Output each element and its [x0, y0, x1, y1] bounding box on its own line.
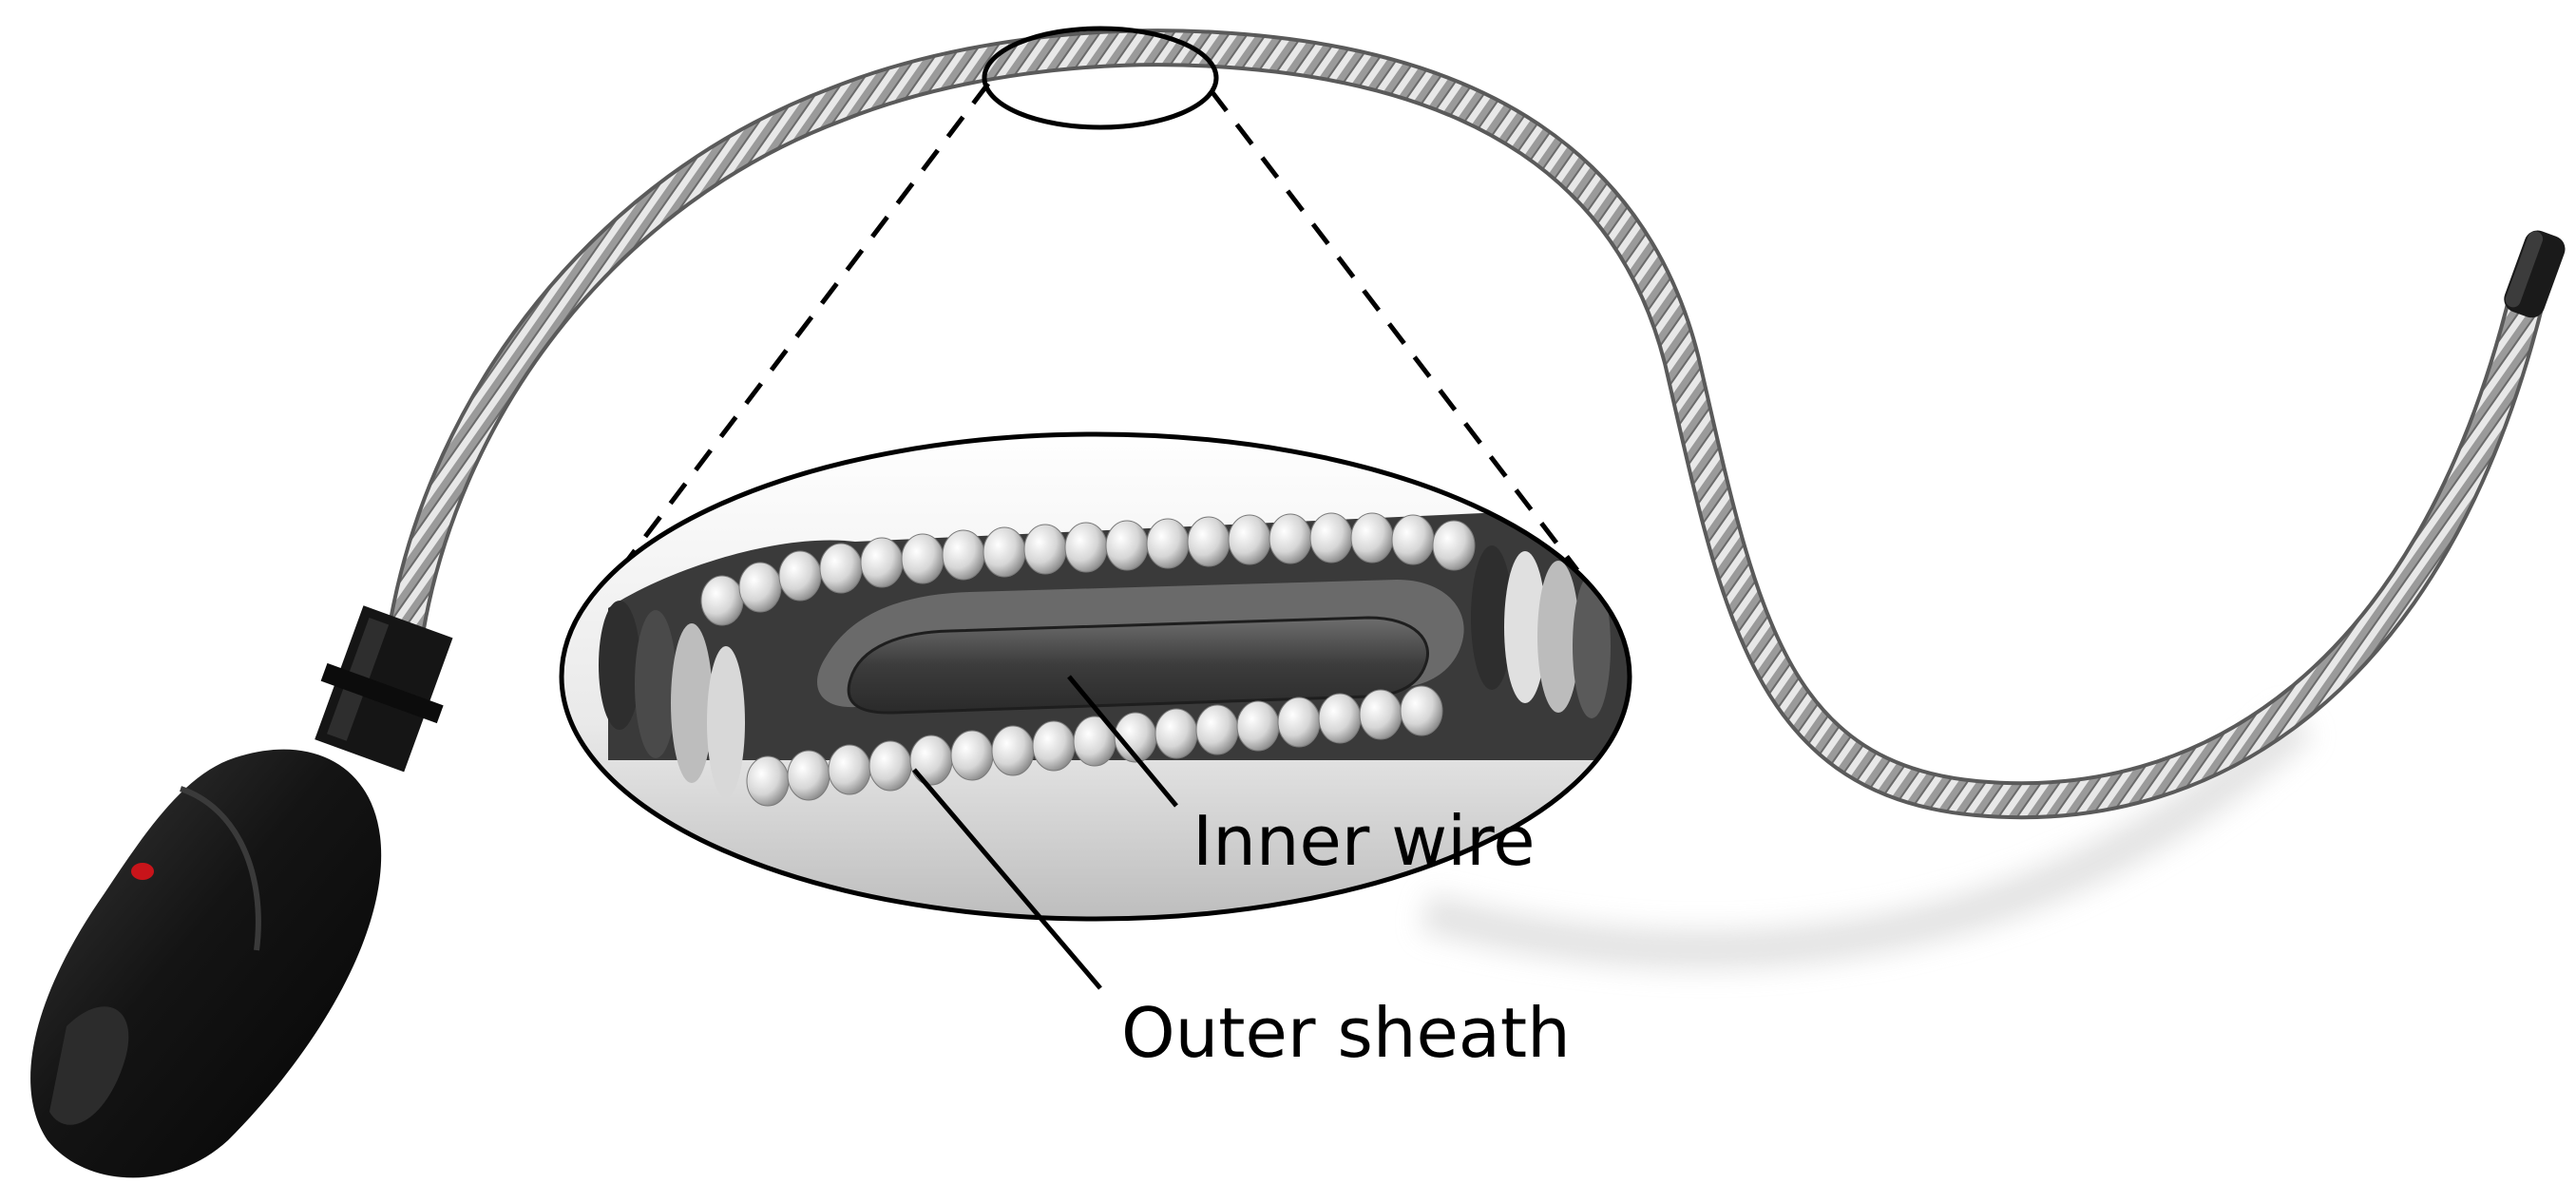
distal-tip: [2504, 230, 2566, 318]
handle-neck: [315, 605, 453, 773]
leader-line-outer-sheath: [912, 768, 1102, 990]
leader-line-inner-wire: [1067, 675, 1178, 808]
led-indicator: [131, 863, 154, 880]
projection-line-right: [1210, 89, 1579, 572]
label-outer-sheath: Outer sheath: [1121, 993, 1571, 1073]
inner-wire: [847, 616, 1429, 715]
sheath-beads-bottom: [746, 685, 1443, 807]
sheath-beads-top: [700, 512, 1476, 626]
magnify-source-ring: [982, 26, 1219, 130]
magnified-cross-section: [559, 431, 1632, 922]
label-inner-wire: Inner wire: [1193, 801, 1536, 881]
handle-body: [30, 749, 382, 1178]
shaft-shadow: [1420, 708, 2313, 969]
sheath-coil-end-left: [599, 601, 745, 798]
sheath-coil-end-right: [1471, 545, 1611, 718]
magnifier-outline: [559, 431, 1632, 922]
flexible-shaft: [388, 29, 2547, 820]
projection-line-left: [625, 82, 990, 563]
